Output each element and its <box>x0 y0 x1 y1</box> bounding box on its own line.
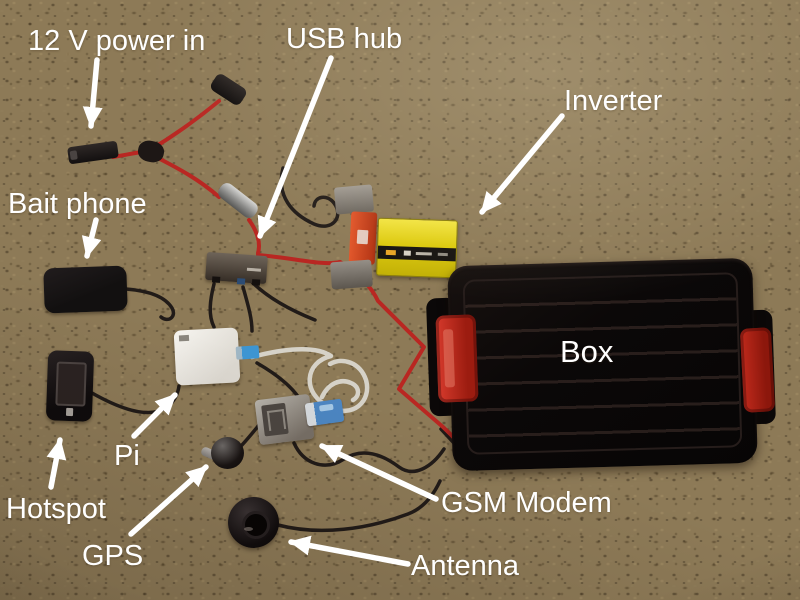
black-cable-loop-top <box>279 166 340 228</box>
red-wire-junction-to-connector <box>150 153 221 199</box>
antenna-cable <box>276 479 442 533</box>
plug-tip <box>69 150 78 161</box>
pi-blue-usb-plug <box>235 345 260 360</box>
hotspot-device <box>45 350 95 422</box>
usb-port <box>236 278 246 285</box>
inverter-band-mark <box>385 249 396 256</box>
black-cable-hub-to-pi <box>241 285 254 333</box>
inverter-band-mark <box>415 251 432 256</box>
label-12v-power-in: 12 V power in <box>28 25 206 57</box>
hotspot-screen <box>55 361 87 407</box>
inverter-label-band <box>377 245 457 262</box>
bait-phone-device <box>43 265 128 314</box>
bait-phone-cable <box>124 287 176 322</box>
hotspot-cable <box>90 384 181 415</box>
modem-bottom-cables <box>292 441 446 474</box>
black-cable-hub-left <box>208 282 216 329</box>
label-hotspot: Hotspot <box>6 493 106 525</box>
label-gsm-modem: GSM Modem <box>441 487 612 519</box>
label-antenna: Antenna <box>411 550 520 582</box>
usb-port <box>211 276 221 283</box>
antenna-glint <box>244 527 253 531</box>
gps-receiver-device <box>211 437 244 469</box>
latch-highlight <box>442 329 455 388</box>
label-bait-phone: Bait phone <box>8 188 147 220</box>
box-latch-left <box>435 314 479 403</box>
label-inverter: Inverter <box>564 85 663 117</box>
usb-hub-device <box>205 251 268 286</box>
gray-connector-block-top <box>333 184 375 215</box>
label-gps: GPS <box>82 540 144 572</box>
pi-to-modem-cable <box>255 361 301 400</box>
modem-slot <box>266 409 287 431</box>
label-pi: Pi <box>114 440 140 472</box>
antenna-device <box>228 497 279 548</box>
usb-hub-label-mark <box>246 267 262 272</box>
inverter-band-mark <box>403 250 411 256</box>
usb-shine <box>319 403 334 412</box>
box-latch-right <box>739 327 776 413</box>
usb-port <box>251 279 261 286</box>
red-wire-hub-to-inverter <box>256 253 342 266</box>
antenna-center-hole <box>242 511 270 539</box>
red-wire-connector-to-hub <box>247 218 261 255</box>
label-usb-hub: USB hub <box>286 23 403 55</box>
inverter-band-mark <box>437 252 448 257</box>
label-box: Box <box>560 334 614 369</box>
raspberry-pi-device <box>173 327 241 386</box>
red-wire-junction-to-barrel <box>148 99 221 152</box>
inverter-device <box>376 217 458 279</box>
gray-connector-block-bottom <box>330 259 373 290</box>
hotspot-logo <box>65 407 74 417</box>
gsm-modem-device <box>254 393 315 446</box>
sticker <box>356 229 369 245</box>
black-cable-hub-right <box>250 280 317 322</box>
orange-connector-block <box>348 211 378 265</box>
pi-port <box>178 334 190 342</box>
